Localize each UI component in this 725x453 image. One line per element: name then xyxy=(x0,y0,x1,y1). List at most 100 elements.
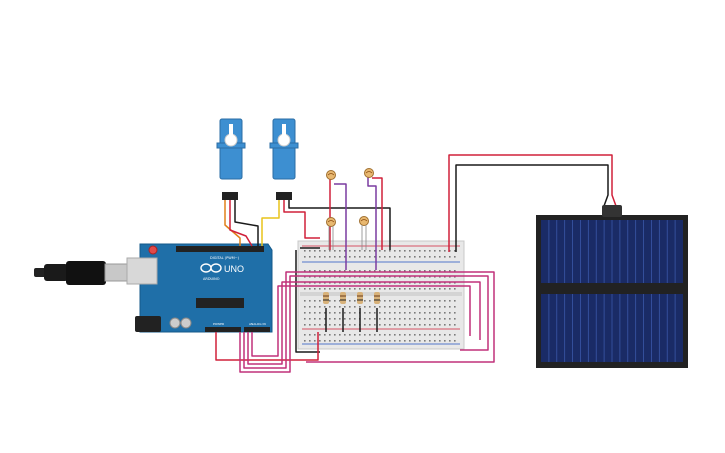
breadboard-hole xyxy=(424,318,426,320)
photoresistor-4 xyxy=(359,216,369,250)
breadboard-hole xyxy=(369,312,371,314)
breadboard-hole xyxy=(379,282,381,284)
breadboard-hole xyxy=(339,270,341,272)
breadboard-hole xyxy=(319,324,321,326)
breadboard-hole xyxy=(374,334,376,336)
breadboard-hole xyxy=(409,250,411,252)
breadboard-hole xyxy=(334,300,336,302)
breadboard-hole xyxy=(354,256,356,258)
photoresistor-3 xyxy=(326,217,336,250)
breadboard-hole xyxy=(399,300,401,302)
breadboard-hole xyxy=(369,318,371,320)
power-label: POWER xyxy=(213,322,224,326)
breadboard-hole xyxy=(314,250,316,252)
breadboard-hole xyxy=(329,282,331,284)
breadboard xyxy=(297,240,465,350)
breadboard-hole xyxy=(434,282,436,284)
breadboard-hole xyxy=(454,312,456,314)
servo-body xyxy=(272,118,296,180)
breadboard-hole xyxy=(304,334,306,336)
breadboard-hole xyxy=(354,288,356,290)
wire-ldr-1b xyxy=(334,183,347,270)
wire-solar-negative xyxy=(455,164,609,252)
arduino-uno-board: DIGITAL (PWM~) UNO ARDUINO POWER ANALOG … xyxy=(126,243,273,333)
breadboard-hole xyxy=(349,282,351,284)
breadboard-hole xyxy=(394,288,396,290)
breadboard-hole xyxy=(374,340,376,342)
breadboard-hole xyxy=(354,300,356,302)
breadboard-hole xyxy=(449,334,451,336)
breadboard-hole xyxy=(454,288,456,290)
breadboard-hole xyxy=(454,282,456,284)
servo-connector xyxy=(222,192,238,200)
breadboard-hole xyxy=(309,306,311,308)
breadboard-hole xyxy=(424,340,426,342)
breadboard-hole xyxy=(399,282,401,284)
breadboard-hole xyxy=(364,282,366,284)
breadboard-hole xyxy=(434,312,436,314)
usb-cable-strain-relief xyxy=(44,264,68,281)
breadboard-hole xyxy=(369,340,371,342)
breadboard-hole xyxy=(364,288,366,290)
breadboard-hole xyxy=(304,312,306,314)
breadboard-hole xyxy=(394,340,396,342)
breadboard-hole xyxy=(369,276,371,278)
usb-plug-housing xyxy=(66,261,106,285)
breadboard-hole xyxy=(314,318,316,320)
breadboard-hole xyxy=(404,288,406,290)
breadboard-hole xyxy=(344,256,346,258)
breadboard-hole xyxy=(394,250,396,252)
breadboard-hole xyxy=(449,306,451,308)
breadboard-hole xyxy=(439,334,441,336)
breadboard-hole xyxy=(399,312,401,314)
wire-5v xyxy=(215,332,319,361)
breadboard-hole xyxy=(394,282,396,284)
breadboard-hole xyxy=(424,300,426,302)
breadboard-hole xyxy=(394,306,396,308)
breadboard-hole xyxy=(344,288,346,290)
breadboard-hole xyxy=(344,276,346,278)
breadboard-hole xyxy=(439,340,441,342)
breadboard-hole xyxy=(399,270,401,272)
analog-header xyxy=(244,327,270,332)
breadboard-hole xyxy=(319,300,321,302)
breadboard-hole xyxy=(374,312,376,314)
breadboard-hole xyxy=(349,256,351,258)
breadboard-hole xyxy=(379,340,381,342)
breadboard-hole xyxy=(364,276,366,278)
breadboard-hole xyxy=(399,276,401,278)
breadboard-hole xyxy=(394,312,396,314)
breadboard-hole xyxy=(319,312,321,314)
breadboard-hole xyxy=(409,288,411,290)
power-header xyxy=(205,327,241,332)
breadboard-hole xyxy=(379,306,381,308)
breadboard-hole xyxy=(404,306,406,308)
breadboard-hole xyxy=(419,334,421,336)
resistor-1 xyxy=(323,292,329,304)
breadboard-hole xyxy=(374,318,376,320)
breadboard-hole xyxy=(384,312,386,314)
breadboard-hole xyxy=(404,334,406,336)
breadboard-hole xyxy=(404,282,406,284)
breadboard-hole xyxy=(444,276,446,278)
breadboard-hole xyxy=(384,318,386,320)
breadboard-hole xyxy=(344,318,346,320)
breadboard-hole xyxy=(414,250,416,252)
breadboard-hole xyxy=(354,276,356,278)
breadboard-hole xyxy=(429,334,431,336)
breadboard-hole xyxy=(319,340,321,342)
breadboard-hole xyxy=(344,270,346,272)
breadboard-hole xyxy=(424,276,426,278)
servo-right xyxy=(269,118,299,200)
atmega-chip xyxy=(196,298,244,308)
breadboard-hole xyxy=(439,256,441,258)
breadboard-hole xyxy=(304,250,306,252)
breadboard-hole xyxy=(414,288,416,290)
breadboard-hole xyxy=(439,300,441,302)
servo-body xyxy=(219,118,243,180)
breadboard-hole xyxy=(434,288,436,290)
breadboard-hole xyxy=(329,340,331,342)
breadboard-hole xyxy=(434,300,436,302)
breadboard-hole xyxy=(339,306,341,308)
breadboard-hole xyxy=(409,282,411,284)
